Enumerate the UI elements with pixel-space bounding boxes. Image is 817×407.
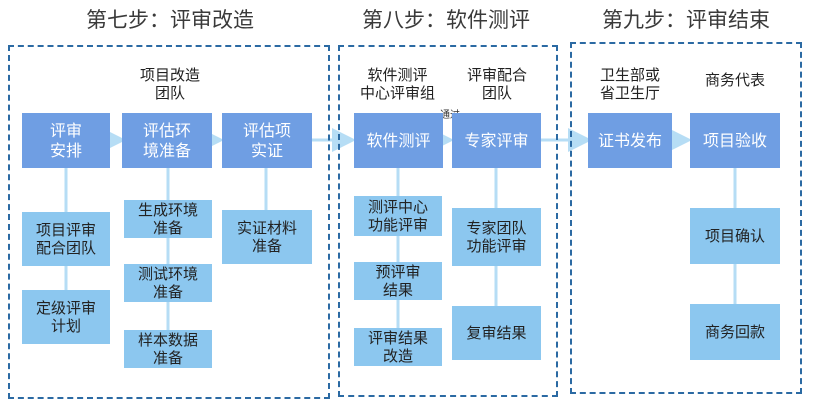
sub-step-box: 项目评审 配合团队 xyxy=(22,212,110,266)
sub-step-box: 商务回款 xyxy=(690,304,780,360)
stage-9-title: 第九步：评审结束 xyxy=(602,8,770,32)
stage-9-frame xyxy=(570,42,802,394)
stage-7-frame xyxy=(8,45,330,399)
sub-step-box: 复审结果 xyxy=(452,306,541,360)
sub-step-box: 定级评审 计划 xyxy=(22,290,110,344)
team-label: 评审配合 团队 xyxy=(466,66,527,102)
stage-8-frame xyxy=(338,45,558,397)
stage-8-title: 第八步：软件测评 xyxy=(362,8,530,32)
pass-note: 通过 xyxy=(440,110,460,121)
sub-step-box: 样本数据 准备 xyxy=(124,330,212,368)
step-box: 证书发布 xyxy=(588,113,672,168)
sub-step-box: 评审结果 改造 xyxy=(354,328,442,366)
step-box: 专家评审 xyxy=(452,113,541,168)
sub-step-box: 预评审 结果 xyxy=(354,262,442,300)
team-label: 卫生部或 省卫生厅 xyxy=(599,66,660,102)
step-box: 软件测评 xyxy=(354,113,443,168)
team-label: 项目改造 团队 xyxy=(139,66,200,102)
team-label: 商务代表 xyxy=(704,71,765,89)
sub-step-box: 项目确认 xyxy=(690,208,780,264)
sub-step-box: 专家团队 功能评审 xyxy=(452,208,541,266)
sub-step-box: 实证材料 准备 xyxy=(222,210,312,264)
sub-step-box: 测试环境 准备 xyxy=(124,264,212,302)
sub-step-box: 生成环境 准备 xyxy=(124,200,212,238)
step-box: 评估环 境准备 xyxy=(122,113,212,168)
team-label: 软件测评 中心评审组 xyxy=(359,66,435,102)
step-box: 评审 安排 xyxy=(22,113,110,168)
step-box: 项目验收 xyxy=(690,113,780,168)
stage-7-title: 第七步：评审改造 xyxy=(86,8,254,32)
sub-step-box: 测评中心 功能评审 xyxy=(354,196,442,236)
step-box: 评估项 实证 xyxy=(222,113,312,168)
